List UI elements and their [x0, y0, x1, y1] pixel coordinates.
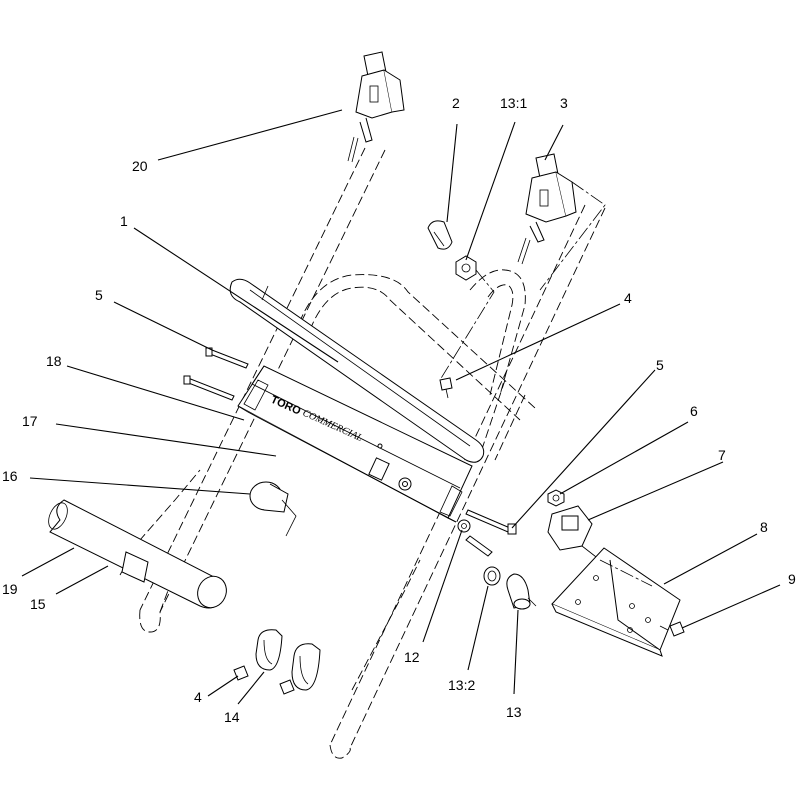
- bolt-5-left: [183, 347, 249, 401]
- callout-7: 7: [718, 447, 726, 463]
- callout-13-2: 13:2: [448, 677, 475, 693]
- handle-frame: [119, 147, 606, 759]
- callout-2: 2: [452, 95, 460, 111]
- hose-clamp-14: [255, 629, 321, 691]
- callout-9: 9: [788, 571, 796, 587]
- relay-7: [547, 505, 601, 561]
- callout-6: 6: [690, 403, 698, 419]
- callout-1: 1: [120, 213, 128, 229]
- callout-5-left: 5: [95, 287, 103, 303]
- hour-meter-16: [249, 481, 297, 537]
- callout-4-upper: 4: [624, 290, 632, 306]
- cable-control-3: [517, 153, 606, 291]
- callout-16: 16: [2, 468, 18, 484]
- screw-4-upper: [439, 377, 453, 399]
- callout-18: 18: [46, 353, 62, 369]
- bail-handle: [229, 278, 485, 463]
- mounting-bracket-8: [551, 547, 681, 657]
- callout-17: 17: [22, 413, 38, 429]
- grommet-13-2: [483, 566, 501, 586]
- leader-lines: [21, 109, 781, 705]
- callout-19: 19: [2, 581, 18, 597]
- callout-8: 8: [760, 519, 768, 535]
- callout-13-1: 13:1: [500, 95, 527, 111]
- callout-14: 14: [224, 709, 240, 725]
- connector-13: [506, 573, 537, 610]
- callout-4-lower: 4: [194, 689, 202, 705]
- manual-tube-19: [48, 499, 227, 609]
- key-cap-2: [427, 220, 453, 250]
- callout-5-right: 5: [656, 357, 664, 373]
- control-panel: TORO COMMERCIAL: [237, 365, 473, 523]
- screw-9: [659, 621, 685, 637]
- label-15: [121, 551, 149, 583]
- callout-13: 13: [506, 704, 522, 720]
- callout-12: 12: [404, 649, 420, 665]
- cable-control-20: [347, 51, 405, 163]
- screw-4-lower: [233, 665, 295, 695]
- nut-6: [547, 489, 565, 507]
- nut-13-1: [439, 255, 495, 381]
- callout-3: 3: [560, 95, 568, 111]
- callout-15: 15: [30, 596, 46, 612]
- callout-20: 20: [132, 158, 148, 174]
- callout-labels: 20 2 13:1 3 1 5 4 18 5 17 6 7 16 8 9 19 …: [2, 95, 796, 725]
- washer-12: [457, 519, 493, 557]
- bolt-5-right: [465, 509, 517, 535]
